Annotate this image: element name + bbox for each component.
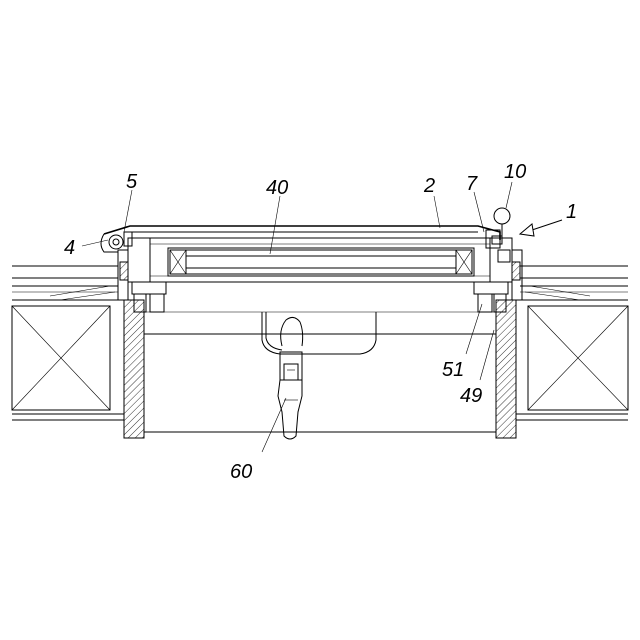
hinge [109,232,132,249]
glazing-unit [168,248,474,276]
roof-deck-left [12,266,118,300]
label-4: 4 [64,237,75,259]
label-40: 40 [266,177,288,199]
label-10: 10 [504,161,526,183]
rafter-left [12,306,124,420]
label-51: 51 [442,359,464,381]
sash-frame [150,238,490,282]
label-5: 5 [126,171,138,193]
lining-panel-left [124,300,144,438]
label-1: 1 [566,201,577,223]
label-7: 7 [466,173,478,195]
leader-lines [82,182,562,452]
label-60: 60 [230,461,252,483]
lining-panel-right [496,300,516,438]
label-49: 49 [460,385,482,407]
operator-handle [262,312,376,439]
label-2: 2 [423,175,435,197]
rafter-right [516,306,628,420]
roof-deck-right [520,266,628,300]
